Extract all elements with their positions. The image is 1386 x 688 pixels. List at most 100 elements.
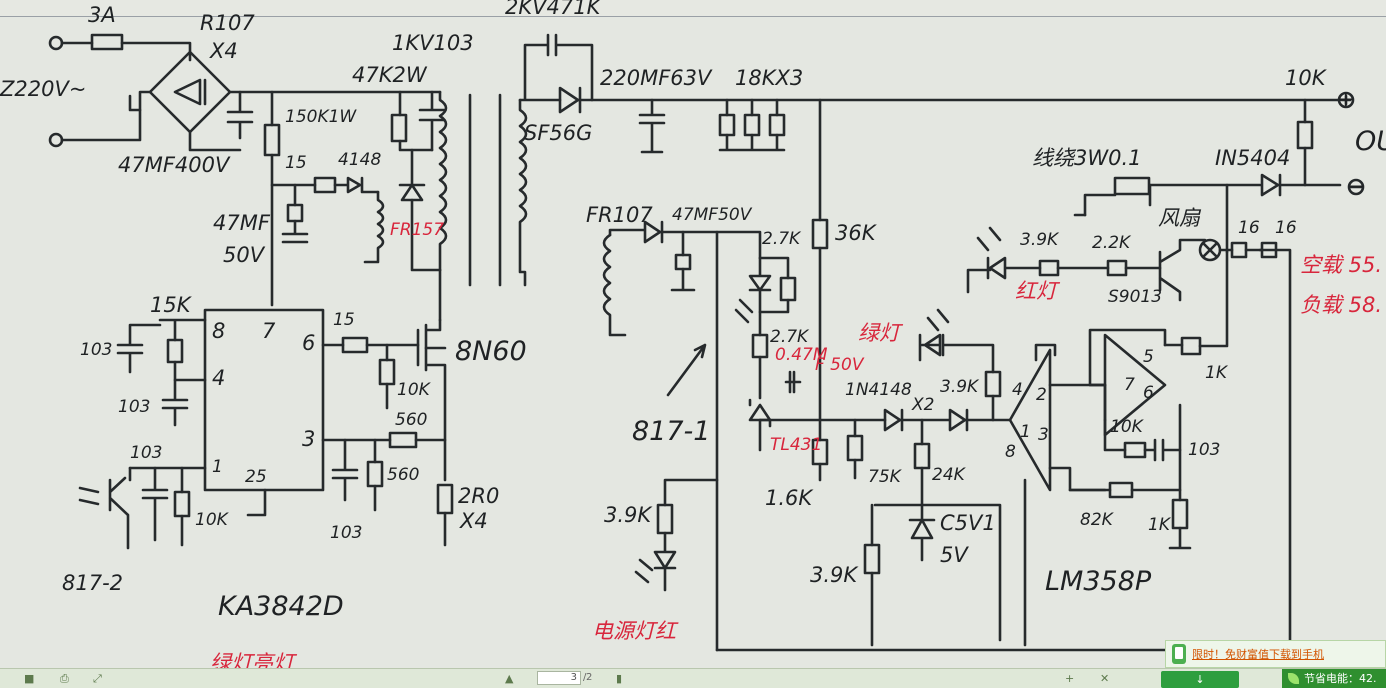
download-ad-banner[interactable]: 限时！免财富值下载到手机 [1165, 640, 1386, 668]
label-idle: 空载 55. [1300, 253, 1382, 277]
label-pin8: 8 [212, 319, 225, 343]
label-aux-cap-v: 50V [223, 243, 266, 267]
output-section [518, 33, 1365, 642]
label-op-p1: 1 [1020, 422, 1031, 442]
label-opto1: 817-1 [632, 416, 710, 447]
label-snubber-res: 47K2W [352, 63, 428, 87]
label-diode-4148: 4148 [338, 150, 381, 170]
label-r1k-a: 1K [1148, 515, 1172, 535]
label-cap-47mf50v: 47MF50V [672, 205, 753, 225]
download-button[interactable]: ↓ [1161, 671, 1239, 688]
power-led [634, 478, 719, 592]
label-pin4: 4 [212, 366, 225, 390]
label-bottom-note: 绿灯亮灯 [210, 651, 298, 668]
label-bridge: R107 [200, 11, 255, 35]
label-r15-a: 15 [285, 153, 307, 173]
label-r10k-op: 10K [1110, 417, 1145, 437]
page-separator: / [583, 672, 587, 683]
label-d5404: IN5404 [1215, 146, 1290, 170]
label-r15k: 15K [150, 293, 193, 317]
label-cs-res-b: 560 [387, 465, 419, 485]
ad-link-text[interactable]: 限时！免财富值下载到手机 [1192, 648, 1324, 661]
label-cap-047: 0.47M [775, 345, 828, 365]
label-r16-b: 16 [1275, 218, 1297, 238]
print-icon[interactable]: ⎙ [60, 672, 69, 685]
label-c5v1: C5V1 [940, 511, 996, 535]
aux-winding [270, 176, 385, 264]
phone-icon [1172, 644, 1186, 664]
label-aux-cap: 47MF [213, 211, 271, 235]
label-startup-res: 150K1W [285, 107, 357, 127]
label-c103-a: 103 [80, 340, 112, 360]
label-bridge-x: X4 [209, 39, 238, 63]
label-fan: 风扇 [1158, 206, 1202, 230]
label-ic: KA3842D [218, 591, 344, 622]
label-green-led: 绿灯 [858, 321, 904, 345]
label-op-p8: 8 [1005, 442, 1016, 462]
label-out-cap: 220MF63V [600, 66, 713, 90]
label-lm358: LM358P [1045, 566, 1152, 597]
label-s9013: S9013 [1108, 287, 1162, 307]
input-section [48, 33, 442, 307]
fullscreen-icon[interactable]: ⤢ [93, 672, 102, 685]
led-section [918, 183, 1278, 422]
label-d1n4148: 1N4148 [845, 380, 912, 400]
label-snubber-cap: 1KV103 [392, 31, 474, 55]
label-r1k-b: 1K [1205, 363, 1229, 383]
label-mosfet: 8N60 [455, 336, 527, 367]
label-r16-a: 16 [1238, 218, 1260, 238]
circuit-diagram: 3A R107 X4 Z220V~ 47MF400V 150K1W 47K2W … [0, 0, 1386, 668]
label-opto2: 817-2 [62, 571, 123, 595]
zoom-in-icon[interactable]: + [1065, 672, 1075, 685]
label-r39k-d: 3.9K [810, 563, 859, 587]
diagram-labels: 3A R107 X4 Z220V~ 47MF400V 150K1W 47K2W … [0, 0, 1386, 668]
energy-saving-badge[interactable]: 节省电能：42. [1282, 669, 1386, 688]
viewer-toolbar: ■ ⎙ ⤢ ▲ 3 / 2 ▮ + ✕ ↓ 节省电能：42. [0, 668, 1386, 688]
label-x2: X2 [911, 395, 934, 415]
label-pin6: 6 [302, 331, 315, 355]
label-r10k-out: 10K [1285, 66, 1328, 90]
zoom-out-icon[interactable]: ✕ [1100, 672, 1110, 685]
energy-text: 节省电能：42. [1304, 672, 1377, 685]
label-pin7: 7 [262, 319, 276, 343]
label-bulk-cap: 47MF400V [118, 153, 231, 177]
label-r24k: 24K [932, 465, 967, 485]
label-r39k-b: 3.9K [940, 377, 980, 397]
label-cs-res-a: 560 [395, 410, 427, 430]
label-c103-c: 103 [130, 443, 162, 463]
label-op-p2: 2 [1036, 385, 1047, 405]
label-r75k: 75K [868, 467, 903, 487]
label-out-diode: SF56G [524, 121, 592, 145]
label-fr157: FR157 [390, 220, 444, 240]
lm358-opamps [1008, 250, 1229, 550]
next-page-icon[interactable]: ▮ [616, 672, 623, 685]
label-r36k: 36K [835, 221, 878, 245]
label-r27k-a: 2.7K [762, 229, 802, 249]
aux-secondary [602, 220, 887, 652]
label-pin1: 1 [212, 457, 223, 477]
label-red-led: 红灯 [1015, 279, 1061, 303]
label-plus: + [1337, 87, 1355, 111]
label-out-cap-top: 2KV471K [505, 0, 603, 19]
menu-icon[interactable]: ■ [24, 672, 35, 685]
label-c103-b: 103 [118, 397, 150, 417]
label-r27k-b: 2.7K [770, 327, 810, 347]
label-r39k-a: 3.9K [1020, 230, 1060, 250]
label-op-p4: 4 [1012, 380, 1023, 400]
label-op-p6: 6 [1143, 383, 1154, 403]
snubber-transformer [390, 90, 502, 322]
label-op-p5: 5 [1143, 347, 1154, 367]
leaf-icon [1288, 673, 1299, 684]
prev-page-icon[interactable]: ▲ [505, 672, 514, 685]
label-r39k-c: 3.9K [604, 503, 653, 527]
label-r82k: 82K [1080, 510, 1115, 530]
label-sense-res: 2R0 [458, 484, 499, 508]
label-pin3: 3 [302, 427, 315, 451]
label-sense-x: X4 [459, 509, 488, 533]
label-out: OU [1355, 126, 1386, 157]
page-number-input[interactable]: 3 [537, 671, 581, 685]
label-fuse: 3A [88, 3, 116, 27]
label-minus: − [1348, 174, 1366, 198]
ka3842-ic [78, 308, 454, 550]
